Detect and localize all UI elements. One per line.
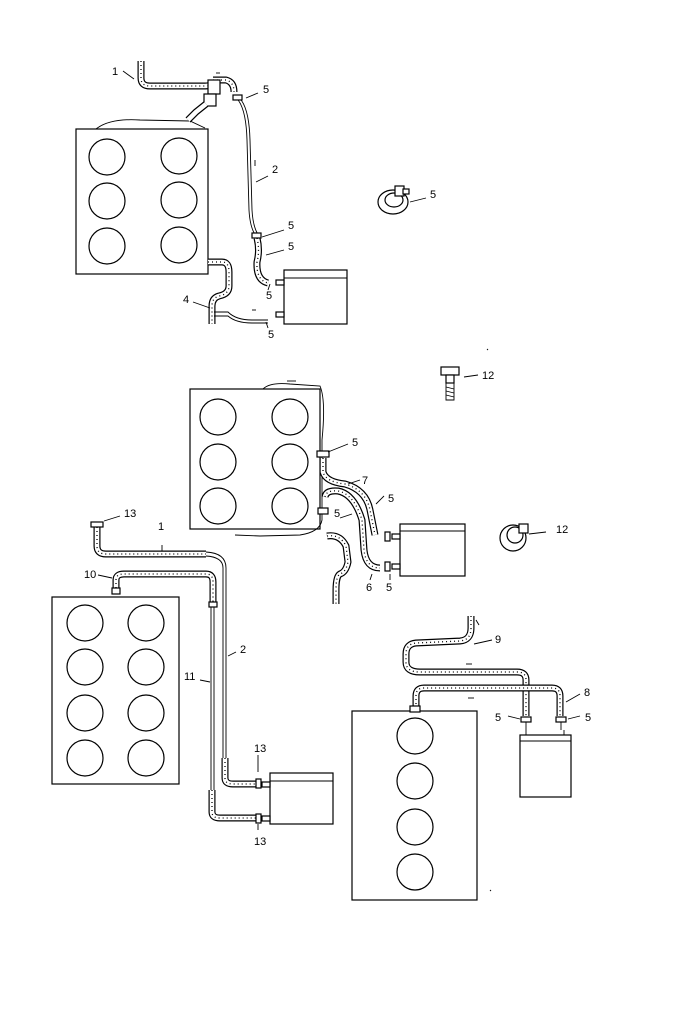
hose-lower-middle — [326, 532, 352, 604]
callout-5-top-e: 5 — [268, 329, 274, 341]
callout-5-top-a: 5 — [263, 84, 269, 96]
callout-5-middle-c: 5 — [334, 508, 340, 520]
hose-10-left — [111, 570, 218, 608]
lines-2-and-11-left — [161, 545, 227, 790]
callout-5-top-d: 5 — [266, 290, 272, 302]
callout-leaders-middle — [327, 443, 391, 581]
clamp-detail-top — [377, 185, 410, 215]
callout-5-middle-b: 5 — [388, 493, 394, 505]
middle-assembly: 5 7 5 5 6 5 12 — [189, 380, 568, 604]
callout-5-top-c: 5 — [288, 241, 294, 253]
callout-11-left: 11 — [184, 671, 195, 683]
callout-8-right: 8 — [584, 687, 590, 699]
callout-13-left-b: 13 — [254, 743, 266, 755]
canister-right — [519, 716, 572, 798]
hose-1-left — [90, 521, 206, 558]
callout-13-left-a: 13 — [124, 508, 136, 520]
callout-12-screw: 12 — [482, 370, 494, 382]
callout-5-middle-d: 5 — [386, 582, 392, 594]
callout-5-clamp-detail: 5 — [430, 189, 436, 201]
clamp-12-detail — [499, 523, 547, 552]
callout-5-middle-a: 5 — [352, 437, 358, 449]
hose-8-right — [409, 684, 564, 716]
canister-top — [275, 269, 348, 325]
callout-9-right: 9 — [495, 634, 501, 646]
callout-5-top-b: 5 — [288, 220, 294, 232]
canister-middle — [384, 523, 466, 577]
callout-7-middle: 7 — [362, 475, 368, 487]
callout-2-top: 2 — [272, 164, 278, 176]
callout-5-right-a: 5 — [495, 712, 501, 724]
callout-1-top: 1 — [112, 66, 118, 78]
engine-block-inline4-right — [351, 710, 492, 901]
hoses-to-canister-left — [208, 758, 256, 822]
hose-9-right — [402, 616, 530, 716]
hose-6-middle — [317, 487, 381, 572]
callout-12-clamp-detail: 12 — [556, 524, 568, 536]
callout-4-top: 4 — [183, 294, 189, 306]
callout-2-left: 2 — [240, 644, 246, 656]
line-2-top — [232, 94, 260, 237]
callout-leaders-right — [473, 619, 581, 720]
right-assembly: 9 8 5 5 — [351, 616, 591, 901]
callout-13-left-c: 13 — [254, 836, 266, 848]
callout-1-left: 1 — [158, 521, 164, 533]
screw-clamp-12: 12 — [440, 348, 494, 401]
engine-block-v8-left — [51, 596, 180, 785]
hose-to-canister-top — [251, 232, 270, 287]
callout-leaders-top — [122, 70, 427, 329]
callout-leaders-left — [97, 515, 259, 830]
left-assembly: 13 1 10 2 11 13 13 — [51, 508, 334, 848]
hose-4-top — [208, 258, 268, 324]
top-assembly: 1 5 2 5 5 5 5 4 5 — [75, 61, 436, 341]
callout-5-right-b: 5 — [585, 712, 591, 724]
hose-7-middle — [316, 450, 379, 536]
hose-1-top — [137, 61, 238, 123]
callout-6-middle: 6 — [366, 582, 372, 594]
canister-left — [255, 772, 334, 825]
callout-10-left: 10 — [84, 569, 96, 581]
engine-block-v6-middle — [189, 380, 325, 537]
engine-block-v6-top — [75, 119, 209, 275]
